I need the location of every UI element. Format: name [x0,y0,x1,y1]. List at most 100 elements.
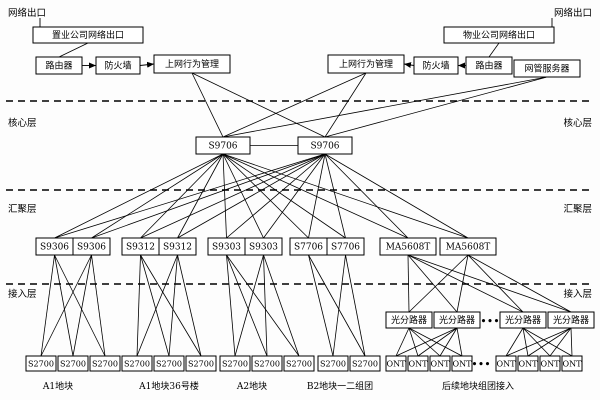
connection-line [324,153,346,239]
node-agg-5a: MA5608T [379,237,437,256]
node-ont-1: ONT [385,355,407,372]
node-router-r: 路由器 [465,56,513,75]
node-box [153,54,231,74]
node-label: 防火墙 [104,60,131,72]
node-box [379,237,437,256]
node-sw-3: S2700 [89,355,121,372]
node-box [89,355,121,372]
connection-line [407,254,572,313]
connection-line [332,254,346,357]
connection-line [222,153,409,239]
node-box [326,237,365,256]
node-label: S7706 [294,243,323,253]
connection-line [439,327,458,357]
node-label: 防火墙 [422,60,449,72]
node-label: 置业公司网络出口 [52,29,124,41]
node-sw-9: S2700 [283,355,315,372]
node-box [251,355,283,372]
connection-line [324,76,548,138]
node-label: S9306 [40,243,69,253]
node-label: S9312 [163,243,192,253]
node-box [385,355,407,372]
node-label: 路由器 [475,60,502,72]
node-label: S9303 [212,243,241,253]
node-label: MA5608T [446,243,491,253]
node-box [465,56,513,75]
node-sw-11: S2700 [349,355,381,372]
node-sw-7: S2700 [219,355,251,372]
node-label: S9306 [77,243,106,253]
node-box [433,311,481,329]
node-agg-2b: S9312 [158,237,197,256]
node-label: ONT [386,359,406,368]
node-label: S2700 [254,359,280,368]
connection-line [456,327,463,357]
access-layer-label-right: 接入层 [563,288,592,300]
core-layer-label-left: 核心层 [8,117,37,129]
node-nms: 网管服务器 [513,59,581,78]
connection-line [308,153,326,239]
connection-line [40,254,92,357]
node-agg-2a: S9312 [121,237,160,256]
node-label: S2700 [92,359,118,368]
node-box [153,355,185,372]
node-label: ONT [562,359,582,368]
node-label: 物业公司网络出口 [463,29,535,41]
agg-layer-label-left: 汇聚层 [8,204,37,215]
node-label: S2700 [352,359,378,368]
node-box [297,136,353,155]
node-firewall-r: 防火墙 [413,56,459,75]
connection-line [408,327,463,357]
node-label: ONT [452,359,472,368]
node-sw-10: S2700 [317,355,349,372]
connection-line [222,76,548,138]
connection-line [226,254,300,357]
connection-line [140,153,326,239]
connection-line [136,254,141,357]
node-agg-5b: MA5608T [439,237,497,256]
node-agg-1b: S9306 [72,237,111,256]
node-label: 光分路器 [505,314,541,326]
node-ubm-l: 上网行为管理 [153,54,231,74]
node-agg-4b: S7706 [326,237,365,256]
node-label: S2700 [286,359,312,368]
connection-line [324,153,469,239]
connection-line [395,327,458,357]
node-ont-3: ONT [429,355,451,372]
connection-line [263,153,326,239]
node-sw-4: S2700 [121,355,153,372]
node-sw-5: S2700 [153,355,185,372]
node-box [407,355,429,372]
connection-line [72,254,92,357]
connection-line [54,153,224,239]
node-box [495,355,517,372]
agg-layer-label-right: 汇聚层 [563,204,592,215]
exit-label-right: 网络出口 [554,7,592,19]
node-box [35,56,83,75]
node-label: S2700 [60,359,86,368]
node-box [385,311,433,329]
node-box [327,54,405,74]
connection-line [407,254,458,313]
connection-line [177,153,224,239]
node-label: 光分路器 [391,314,427,326]
node-label: 网管服务器 [524,63,569,75]
node-ont-7: ONT [539,355,561,372]
node-label: MA5608T [386,243,431,253]
connection-line [222,153,264,239]
connection-line [324,153,409,239]
connection-line [177,254,202,357]
connection-line [91,254,106,357]
node-spl-4: 光分路器 [547,311,595,329]
connection-line [222,153,346,239]
connection-line [222,153,227,239]
node-box [317,355,349,372]
node-box [443,26,555,44]
connection-line [408,254,469,313]
ellipsis-ont: ••• [471,358,490,371]
node-agg-4a: S7706 [289,237,328,256]
connection-line [408,327,441,357]
connection-line [168,254,178,357]
node-label: ONT [540,359,560,368]
node-label: S2700 [124,359,150,368]
